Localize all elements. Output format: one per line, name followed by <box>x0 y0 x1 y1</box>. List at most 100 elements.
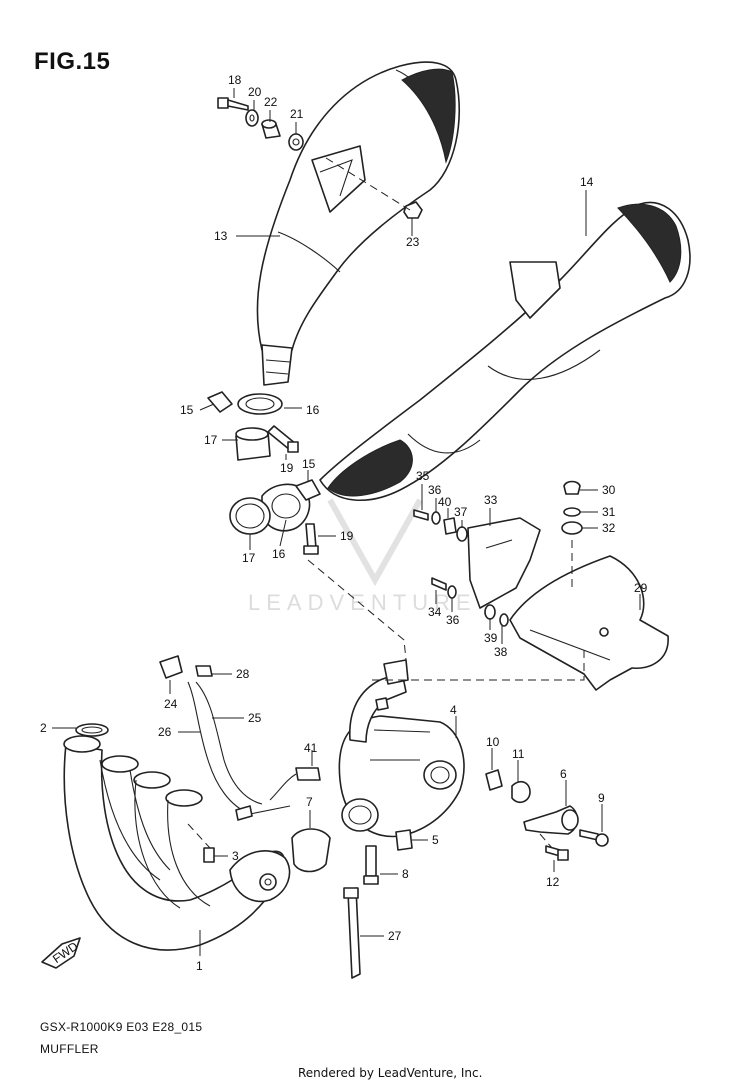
fwd-arrow-icon <box>41 937 81 969</box>
part-1-exhaust-pipe[interactable] <box>63 735 291 951</box>
part-40-collar[interactable] <box>443 517 457 535</box>
part-32-grommet[interactable] <box>561 521 583 535</box>
part-30-bolt[interactable] <box>563 480 581 495</box>
callout-31: 31 <box>602 505 616 519</box>
callout-14: 14 <box>580 175 594 189</box>
section-name: MUFFLER <box>40 1042 99 1056</box>
callout-16-lower: 16 <box>272 547 286 561</box>
callout-17-upper: 17 <box>204 433 218 447</box>
part-13-muffler[interactable] <box>256 61 461 386</box>
part-35-bolt[interactable] <box>413 509 429 521</box>
part-12-bolt[interactable] <box>545 845 569 861</box>
part-3-bolt[interactable] <box>203 847 215 863</box>
render-credit: Rendered by LeadVenture, Inc. <box>298 1066 483 1080</box>
callout-23: 23 <box>406 235 420 249</box>
part-33-cover[interactable] <box>467 517 541 609</box>
assembly-lines <box>187 157 585 849</box>
callout-2: 2 <box>40 721 47 735</box>
part-17-gasket-lower[interactable] <box>229 497 271 535</box>
part-20-washer[interactable] <box>245 109 259 127</box>
callout-19-upper: 19 <box>280 461 294 475</box>
part-29-cover[interactable] <box>509 555 669 691</box>
callout-11: 11 <box>512 747 525 761</box>
part-36-washer-upper[interactable] <box>431 511 441 525</box>
callout-30: 30 <box>602 483 616 497</box>
part-18-bolt[interactable] <box>217 97 249 111</box>
part-39-collar[interactable] <box>484 604 496 620</box>
figure-title: FIG.15 <box>34 48 111 75</box>
part-5-cap[interactable] <box>395 829 413 851</box>
callout-labels: 18 20 22 21 23 13 14 15 16 17 19 15 17 <box>40 73 648 973</box>
part-10-collar[interactable] <box>485 769 503 791</box>
callout-16-upper: 16 <box>306 403 320 417</box>
callout-27: 27 <box>388 929 402 943</box>
part-16-clamp-upper[interactable] <box>207 391 283 415</box>
callout-13: 13 <box>214 229 228 243</box>
callout-21: 21 <box>290 107 304 121</box>
part-28-bolt[interactable] <box>195 665 213 677</box>
callout-41: 41 <box>304 741 318 755</box>
callout-26: 26 <box>158 725 172 739</box>
part-19-bolt-lower[interactable] <box>303 523 319 555</box>
callout-37: 38 <box>494 645 508 659</box>
part-36-washer-lower[interactable] <box>447 585 457 599</box>
callout-32: 32 <box>602 521 616 535</box>
callout-18: 18 <box>228 73 242 87</box>
callout-4: 4 <box>450 703 457 717</box>
part-38-grommet[interactable] <box>456 526 468 542</box>
part-24-clamp[interactable] <box>159 655 183 679</box>
part-6-bracket[interactable] <box>523 805 579 835</box>
part-11-grommet[interactable] <box>511 780 531 804</box>
callout-15-left: 15 <box>180 403 194 417</box>
part-4-exhaust-chamber[interactable] <box>338 659 465 838</box>
callout-17-lower: 17 <box>242 551 256 565</box>
callout-10: 10 <box>486 735 500 749</box>
callout-28: 28 <box>236 667 250 681</box>
callout-34: 34 <box>428 605 442 619</box>
part-27-band[interactable] <box>343 887 361 979</box>
callout-7: 7 <box>306 795 313 809</box>
part-8-bolt[interactable] <box>363 845 379 885</box>
part-25-26-sensor-lead[interactable] <box>187 681 291 821</box>
callout-8: 8 <box>402 867 409 881</box>
callout-36-upper: 36 <box>428 483 442 497</box>
callout-3: 3 <box>232 849 239 863</box>
part-19-bolt-upper[interactable] <box>267 425 299 453</box>
callout-12: 12 <box>546 875 560 889</box>
callout-33: 33 <box>484 493 498 507</box>
callout-39: 39 <box>484 631 498 645</box>
callout-22: 22 <box>264 95 278 109</box>
callout-29: 29 <box>634 581 648 595</box>
part-9-bolt[interactable] <box>579 829 609 847</box>
part-22-spacer[interactable] <box>261 119 281 139</box>
callout-36-lower: 36 <box>446 613 460 627</box>
part-16-clamp-lower[interactable] <box>261 479 321 532</box>
callout-40: 40 <box>438 495 452 509</box>
callout-25: 25 <box>248 711 262 725</box>
watermark-text: LEADVENTURE <box>248 590 477 615</box>
callout-9: 9 <box>598 791 605 805</box>
callout-24: 24 <box>164 697 178 711</box>
model-code: GSX-R1000K9 E03 E28_015 <box>40 1020 203 1034</box>
callout-35: 35 <box>416 469 430 483</box>
part-2-gasket[interactable] <box>75 723 109 737</box>
callout-20: 20 <box>248 85 262 99</box>
part-41-sensor[interactable] <box>269 767 321 801</box>
part-34-bolt[interactable] <box>431 577 447 591</box>
callout-5: 5 <box>432 833 439 847</box>
part-31-washer[interactable] <box>563 507 581 517</box>
watermark-logo-icon <box>327 498 423 587</box>
callout-19-lower: 19 <box>340 529 354 543</box>
part-21-collar[interactable] <box>288 133 304 151</box>
front-direction-marker: FWD <box>41 937 81 969</box>
part-23-nut[interactable] <box>403 201 423 219</box>
callout-1: 1 <box>196 959 203 973</box>
part-14-muffler[interactable] <box>319 201 691 501</box>
callout-38: 37 <box>454 505 468 519</box>
callout-15-right: 15 <box>302 457 316 471</box>
part-17-gasket-upper[interactable] <box>235 427 271 461</box>
part-7-gasket[interactable] <box>291 828 331 873</box>
part-37-washer[interactable] <box>499 613 509 627</box>
